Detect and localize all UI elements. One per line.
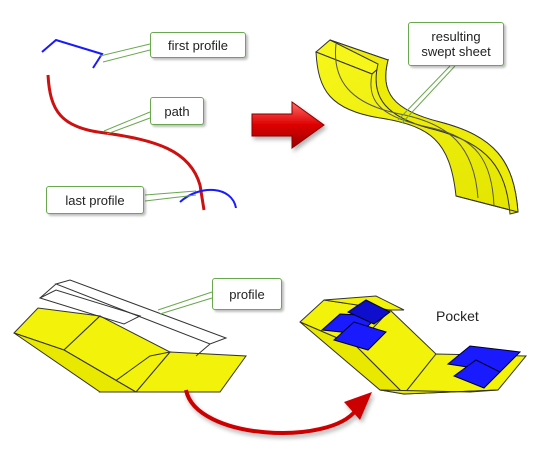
resulting-swept-sheet-label: resulting swept sheet	[408, 22, 504, 66]
leader-lines-bottom-left	[157, 291, 213, 315]
path-label: path	[150, 97, 204, 125]
curved-arrow-icon	[184, 389, 372, 435]
pocket-label: Pocket	[436, 308, 479, 324]
right-arrow-icon	[251, 101, 325, 149]
leader-lines-top-left	[99, 43, 197, 202]
pocket-cutouts	[320, 299, 522, 389]
first-profile-label: first profile	[150, 32, 246, 58]
first-profile-curve	[41, 38, 104, 69]
swept-sheet-surface	[315, 39, 519, 215]
input-sheet-part	[13, 307, 247, 393]
profile-outline	[38, 279, 228, 357]
profile-label: profile	[212, 278, 282, 310]
leader-lines-top-right	[397, 65, 456, 124]
last-profile-label: last profile	[46, 186, 144, 214]
last-profile-curve	[179, 189, 237, 209]
sweep-path-curve	[46, 74, 206, 211]
